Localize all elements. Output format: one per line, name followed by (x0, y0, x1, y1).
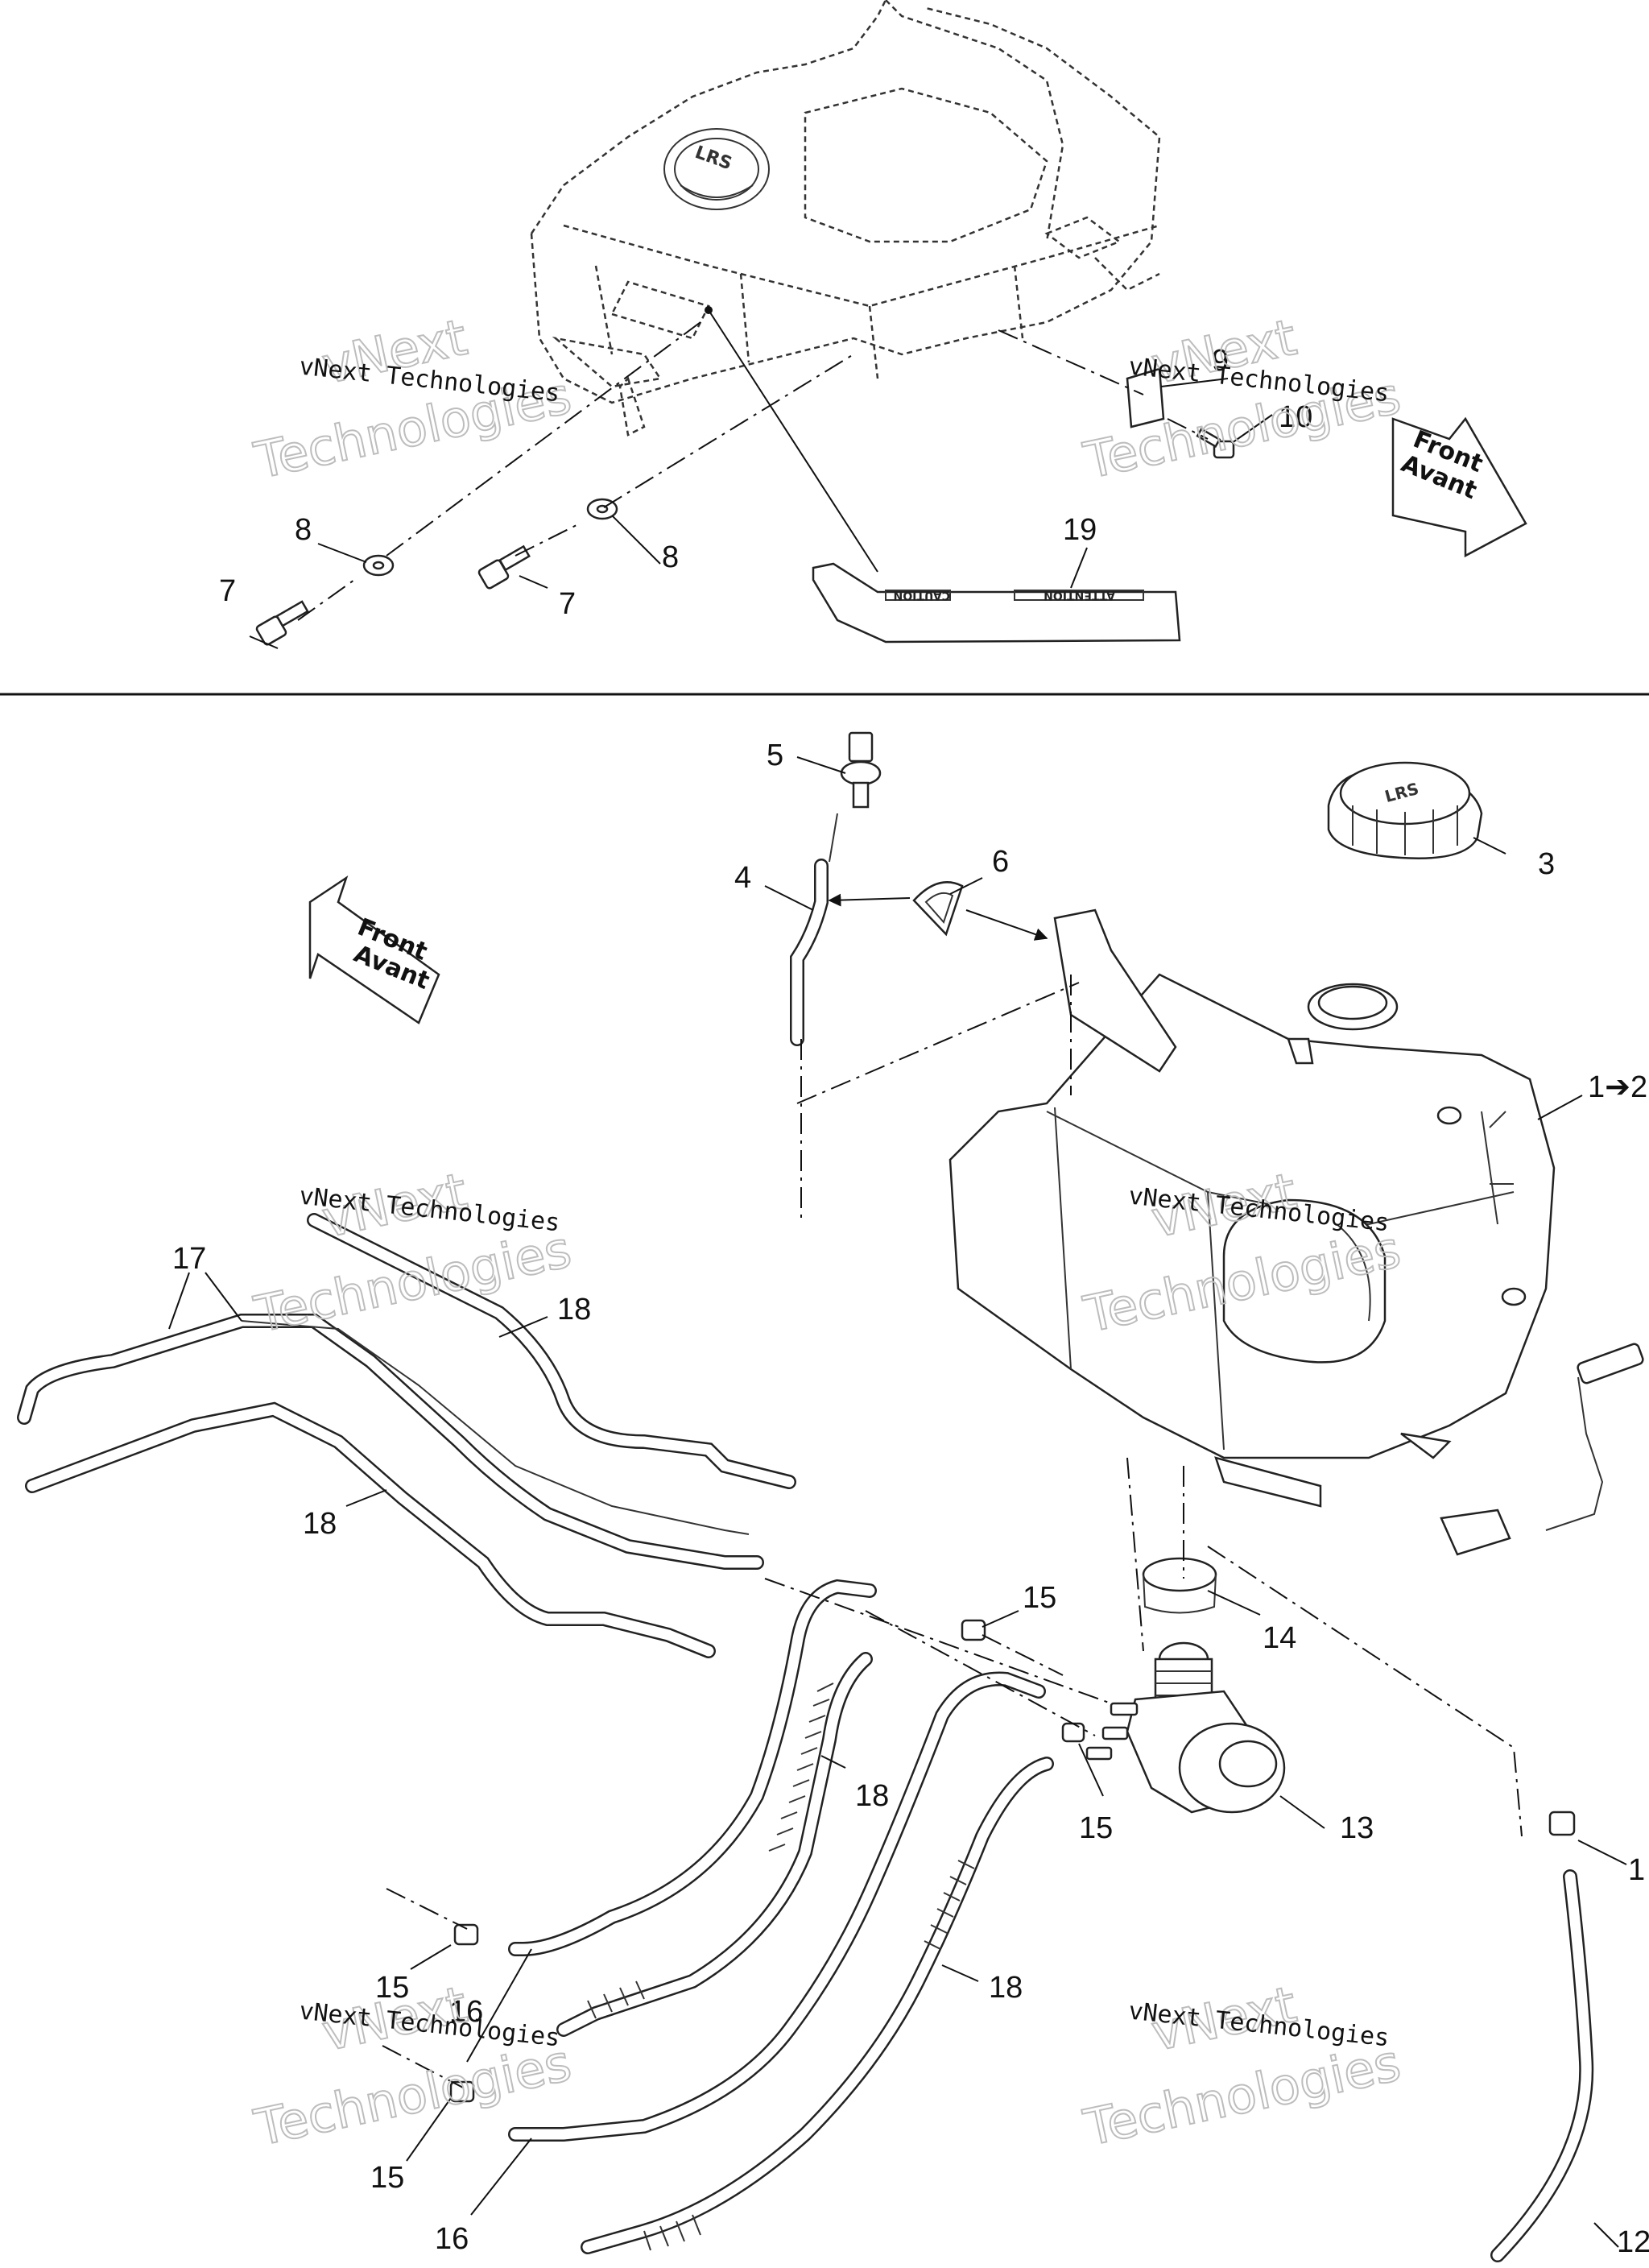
hose-18-b (25, 1401, 716, 1658)
callout-18-d: 18 (989, 1971, 1023, 2005)
fitting-15-a (961, 1619, 986, 1641)
fuel-pump-13 (1085, 1641, 1286, 1814)
callout-14: 14 (1263, 1621, 1296, 1655)
callout-16-b: 16 (435, 2222, 469, 2256)
bracket-9 (1126, 367, 1165, 428)
fitting-15-c (453, 1923, 479, 1946)
front-arrow-bottom: Front Avant (308, 875, 440, 1024)
callout-19: 19 (1063, 513, 1097, 547)
svg-text:LRS: LRS (692, 143, 735, 175)
bolt-7-right (477, 544, 531, 590)
frame-assembly-ghost (530, 0, 1161, 437)
callout-16-a: 16 (449, 1995, 483, 2029)
hose-12 (1490, 1869, 1594, 2262)
clamp-14 (1142, 1557, 1217, 1614)
fitting-15-d (449, 2080, 475, 2103)
hose-18-c (556, 1652, 873, 2037)
fitting-11 (1548, 1811, 1576, 1836)
callout-15-a: 15 (1023, 1581, 1056, 1615)
callout-11: 1 (1628, 1853, 1645, 1887)
callout-18-a: 18 (557, 1293, 591, 1326)
watermark-top-right: vNext Technologies vNext Technologies (1078, 307, 1407, 491)
callout-10: 10 (1279, 400, 1312, 434)
callout-8-right: 8 (662, 540, 679, 574)
screw-10 (1196, 427, 1235, 459)
callout-9: 9 (1212, 344, 1229, 378)
watermark-mid-left: vNext Technologies vNext Technologies (249, 1161, 577, 1345)
hose-18-d (581, 1757, 1054, 2254)
callout-7-right: 7 (559, 587, 576, 621)
fuel-cap-3: LRS (1327, 761, 1483, 859)
callout-18-c: 18 (855, 1779, 889, 1813)
callout-18-b: 18 (303, 1507, 337, 1541)
fuel-cap-ghost: LRS (663, 128, 770, 210)
callout-5: 5 (767, 739, 783, 772)
decal-19: CAUTION ATTENTION (812, 562, 1181, 644)
front-arrow-top: Front Avant (1391, 416, 1527, 558)
fuel-tank-1 (948, 908, 1556, 1508)
vent-valve-5 (840, 731, 882, 809)
callout-7-left: 7 (219, 574, 236, 608)
grommet-6 (912, 881, 964, 937)
fitting-15-b (1061, 1722, 1085, 1743)
callout-12: 12 (1617, 2225, 1649, 2259)
callout-4: 4 (734, 861, 751, 895)
hose-16-lower (508, 1671, 1046, 2142)
hose-17 (17, 1314, 764, 1570)
callout-13: 13 (1340, 1811, 1374, 1845)
bolt-7-left (255, 600, 309, 646)
hose-16-upper (508, 1579, 877, 1956)
callout-1-2: 1➔2 (1588, 1070, 1647, 1104)
decal-attention-text: ATTENTION (1044, 589, 1115, 602)
level-sensor-harness (1440, 1343, 1644, 1556)
callout-3: 3 (1538, 847, 1555, 881)
callout-8-left: 8 (295, 513, 312, 547)
decal-caution-text: CAUTION (894, 589, 950, 602)
callout-15-d: 15 (370, 2161, 404, 2195)
callout-15-b: 15 (1079, 1811, 1113, 1845)
vent-hose-4 (790, 813, 838, 1046)
watermark-bottom-right-big-2: Technologies (1079, 2033, 1406, 2157)
watermark-top-left: vNext Technologies vNext Technologies (249, 307, 577, 491)
callout-6: 6 (992, 845, 1009, 879)
washer-8-left (362, 554, 395, 577)
callout-15-c: 15 (375, 1971, 409, 2005)
callout-17: 17 (172, 1242, 206, 1276)
watermark-bottom-right: vNext Technologies vNext Technologies (1078, 1974, 1407, 2158)
